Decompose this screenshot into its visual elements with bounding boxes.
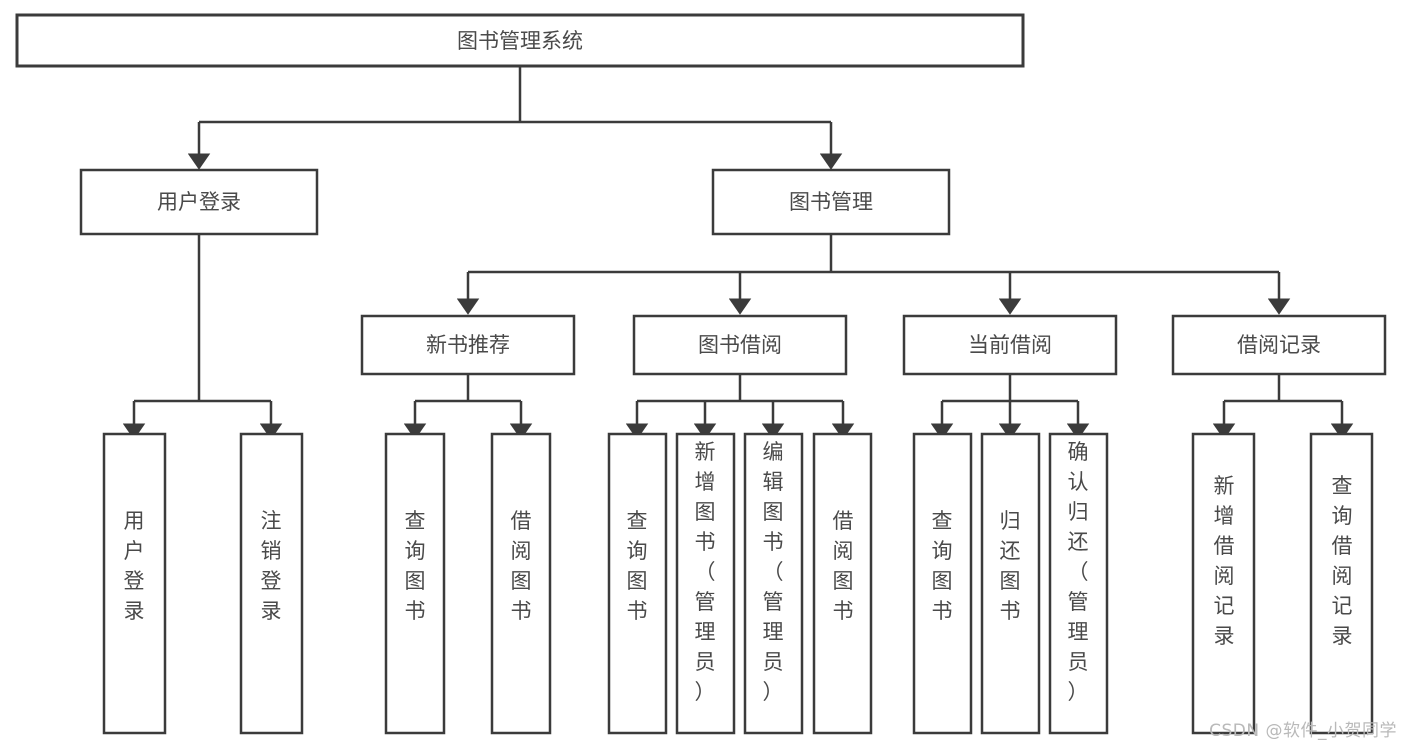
connector-group-current-borrow xyxy=(930,374,1090,440)
leaf-query-record-box[interactable] xyxy=(1309,432,1374,735)
connector-group-user-login xyxy=(122,234,283,440)
leaf-node-user-login[interactable]: 用户登录 xyxy=(102,432,167,735)
leaf-logout-label: 注销登录 xyxy=(261,509,282,623)
connector-group-new-book-recommend xyxy=(403,374,533,440)
leaf-return-book-label: 归还图书 xyxy=(1000,509,1021,623)
connector-group-root xyxy=(187,66,843,170)
leaf-query-book-1-label: 查询图书 xyxy=(405,509,426,623)
leaf-node-query-book-2[interactable]: 查询图书 xyxy=(607,432,668,735)
node-borrow-record[interactable]: 借阅记录 xyxy=(1171,314,1387,376)
connector-group-book-management xyxy=(456,234,1291,315)
node-borrow-record-box[interactable] xyxy=(1171,314,1387,376)
connector-group-book-borrow xyxy=(625,374,855,440)
node-book-borrow-box[interactable] xyxy=(632,314,848,376)
leaf-add-record-label: 新增借阅记录 xyxy=(1214,474,1235,648)
leaf-query-book-1-box[interactable] xyxy=(384,432,446,735)
node-book-borrow[interactable]: 图书借阅 xyxy=(632,314,848,376)
node-user-login-label: 用户登录 xyxy=(157,190,241,214)
node-new-book-recommend-box[interactable] xyxy=(360,314,576,376)
node-borrow-record-label: 借阅记录 xyxy=(1237,333,1321,357)
leaf-node-logout[interactable]: 注销登录 xyxy=(239,432,304,735)
leaf-node-query-book-1[interactable]: 查询图书 xyxy=(384,432,446,735)
leaf-edit-book-label: 编辑图书（管理员） xyxy=(763,440,784,704)
leaf-node-borrow-book-2[interactable]: 借阅图书 xyxy=(812,432,873,735)
leaf-confirm-return-label: 确认归还（管理员） xyxy=(1068,440,1089,704)
leaf-query-book-3-label: 查询图书 xyxy=(932,509,953,623)
leaf-add-book-box[interactable] xyxy=(675,432,736,735)
leaf-query-book-3-box[interactable] xyxy=(912,432,973,735)
leaf-node-query-book-3[interactable]: 查询图书 xyxy=(912,432,973,735)
leaf-user-login-label: 用户登录 xyxy=(124,509,145,623)
leaf-add-record-box[interactable] xyxy=(1191,432,1256,735)
node-current-borrow-label: 当前借阅 xyxy=(968,333,1052,357)
node-book-management-label: 图书管理 xyxy=(789,190,873,214)
leaf-borrow-book-2-label: 借阅图书 xyxy=(833,509,854,623)
leaf-return-book-box[interactable] xyxy=(980,432,1041,735)
leaf-confirm-return-box[interactable] xyxy=(1048,432,1109,735)
leaf-node-return-book[interactable]: 归还图书 xyxy=(980,432,1041,735)
leaf-node-query-record[interactable]: 查询借阅记录 xyxy=(1309,432,1374,735)
leaf-add-book-label: 新增图书（管理员） xyxy=(695,440,716,704)
node-book-borrow-label: 图书借阅 xyxy=(698,333,782,357)
leaf-node-add-book[interactable]: 新增图书（管理员） xyxy=(675,432,736,735)
leaf-borrow-book-1-label: 借阅图书 xyxy=(511,509,532,623)
leaf-query-book-2-box[interactable] xyxy=(607,432,668,735)
node-user-login[interactable]: 用户登录 xyxy=(79,168,319,236)
leaf-borrow-book-2-box[interactable] xyxy=(812,432,873,735)
leaf-node-add-record[interactable]: 新增借阅记录 xyxy=(1191,432,1256,735)
leaf-node-confirm-return[interactable]: 确认归还（管理员） xyxy=(1048,432,1109,735)
leaf-borrow-book-1-box[interactable] xyxy=(490,432,552,735)
node-book-management[interactable]: 图书管理 xyxy=(711,168,951,236)
node-root-label: 图书管理系统 xyxy=(457,29,583,53)
node-current-borrow-box[interactable] xyxy=(902,314,1118,376)
node-root[interactable]: 图书管理系统 xyxy=(15,13,1025,68)
leaf-node-borrow-book-1[interactable]: 借阅图书 xyxy=(490,432,552,735)
node-new-book-recommend-label: 新书推荐 xyxy=(426,333,510,357)
leaf-user-login-box[interactable] xyxy=(102,432,167,735)
leaf-logout-box[interactable] xyxy=(239,432,304,735)
node-book-management-box[interactable] xyxy=(711,168,951,236)
connector-group-borrow-record xyxy=(1212,374,1354,440)
leaf-query-record-label: 查询借阅记录 xyxy=(1332,474,1353,648)
leaf-node-edit-book[interactable]: 编辑图书（管理员） xyxy=(743,432,804,735)
csdn-watermark: CSDN @软件_小贺同学 xyxy=(1209,721,1397,741)
leaf-query-book-2-label: 查询图书 xyxy=(627,509,648,623)
node-new-book-recommend[interactable]: 新书推荐 xyxy=(360,314,576,376)
node-user-login-box[interactable] xyxy=(79,168,319,236)
node-current-borrow[interactable]: 当前借阅 xyxy=(902,314,1118,376)
node-root-box[interactable] xyxy=(15,13,1025,68)
leaf-edit-book-box[interactable] xyxy=(743,432,804,735)
